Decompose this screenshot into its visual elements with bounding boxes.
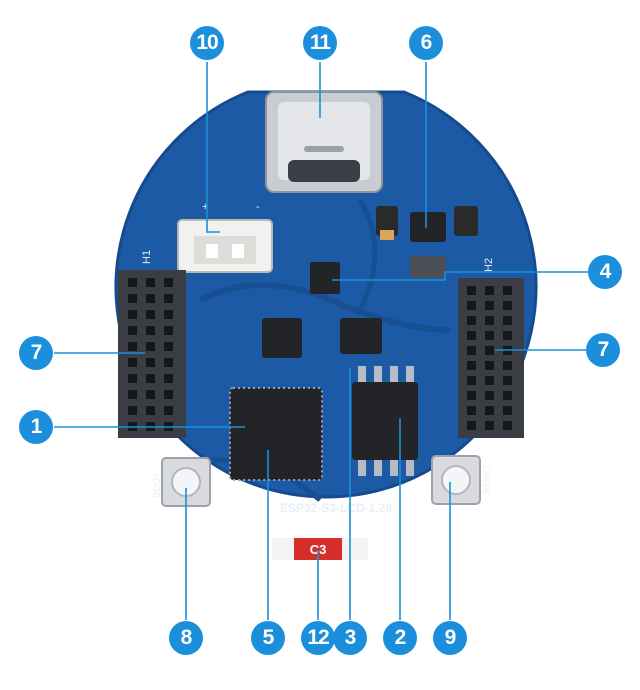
header-pin <box>146 294 155 303</box>
boot-button <box>161 457 211 507</box>
header-pin <box>467 361 476 370</box>
header-pin <box>146 278 155 287</box>
header-pin <box>485 421 494 430</box>
header-pin <box>467 316 476 325</box>
header-pin <box>128 326 137 335</box>
callout-5: 5 <box>251 621 285 655</box>
leader-4 <box>332 271 588 281</box>
boot-label: BOOT <box>152 472 162 498</box>
battery-connector-icon <box>177 219 273 273</box>
header-pin <box>128 310 137 319</box>
header-pin <box>485 301 494 310</box>
header-pin <box>128 390 137 399</box>
usb-c-connector-icon <box>265 91 383 193</box>
header-pin <box>485 286 494 295</box>
reset-button <box>431 455 481 505</box>
header-pin <box>146 390 155 399</box>
header-pin <box>485 406 494 415</box>
header-pin <box>485 316 494 325</box>
sensor-chip <box>262 318 302 358</box>
callout-9: 9 <box>433 621 467 655</box>
header-pin <box>503 406 512 415</box>
header-pin <box>467 331 476 340</box>
header-pin <box>146 326 155 335</box>
header-pin <box>146 406 155 415</box>
header-pin <box>485 376 494 385</box>
header-pin <box>503 361 512 370</box>
header-pin <box>485 391 494 400</box>
header-pin <box>164 310 173 319</box>
callout-4: 4 <box>588 255 622 289</box>
header-pin <box>164 406 173 415</box>
header-pin <box>164 358 173 367</box>
callout-12: 12 <box>301 621 335 655</box>
header-h2-pins <box>467 286 512 430</box>
header-h2-label: H2 <box>483 258 495 272</box>
header-pin <box>485 361 494 370</box>
callout-7-left: 7 <box>19 336 53 370</box>
header-pin <box>146 310 155 319</box>
callout-7-right: 7 <box>586 333 620 367</box>
callout-6: 6 <box>409 26 443 60</box>
callout-11: 11 <box>303 26 337 60</box>
header-pin <box>503 331 512 340</box>
callout-3: 3 <box>333 621 367 655</box>
header-pin <box>467 301 476 310</box>
header-pin <box>128 294 137 303</box>
regulator-chip <box>376 206 478 242</box>
header-pin <box>503 391 512 400</box>
header-pin <box>146 358 155 367</box>
board-model-text: ESP32-S3-LCD-1.28 <box>280 501 392 515</box>
header-pin <box>164 342 173 351</box>
battery-plus-label: + <box>202 201 208 213</box>
callout-10: 10 <box>190 26 224 60</box>
header-pin <box>164 278 173 287</box>
header-pin <box>128 374 137 383</box>
header-pin <box>164 390 173 399</box>
header-pin <box>485 331 494 340</box>
header-pin <box>467 421 476 430</box>
header-pin <box>485 346 494 355</box>
header-pin <box>164 294 173 303</box>
small-chip <box>340 318 382 354</box>
callout-2: 2 <box>383 621 417 655</box>
header-pin <box>146 342 155 351</box>
charge-chip <box>310 256 446 294</box>
header-pin <box>503 421 512 430</box>
header-h1-label: H1 <box>141 250 153 264</box>
header-pin <box>164 326 173 335</box>
header-pin <box>467 346 476 355</box>
header-pin <box>128 406 137 415</box>
pcb-board <box>114 90 538 502</box>
leader-10 <box>206 62 220 233</box>
header-pin <box>146 374 155 383</box>
flash-chip <box>352 366 418 476</box>
header-pin <box>467 391 476 400</box>
callout-1: 1 <box>19 410 53 444</box>
header-pin <box>128 278 137 287</box>
header-pin <box>164 374 173 383</box>
header-pin <box>467 286 476 295</box>
header-pin <box>503 286 512 295</box>
esp32-s3-chip <box>229 387 323 481</box>
leader-lines <box>54 62 588 620</box>
header-pin <box>467 406 476 415</box>
header-pin <box>503 376 512 385</box>
callout-8: 8 <box>169 621 203 655</box>
header-pin <box>128 358 137 367</box>
battery-minus-label: - <box>256 201 260 213</box>
header-pin <box>128 342 137 351</box>
capacitor-c3 <box>272 538 368 560</box>
reset-label: RESET <box>482 463 492 494</box>
header-pin <box>467 376 476 385</box>
header-pin <box>503 316 512 325</box>
capacitor-label: C3 <box>310 542 327 557</box>
header-pin <box>503 301 512 310</box>
